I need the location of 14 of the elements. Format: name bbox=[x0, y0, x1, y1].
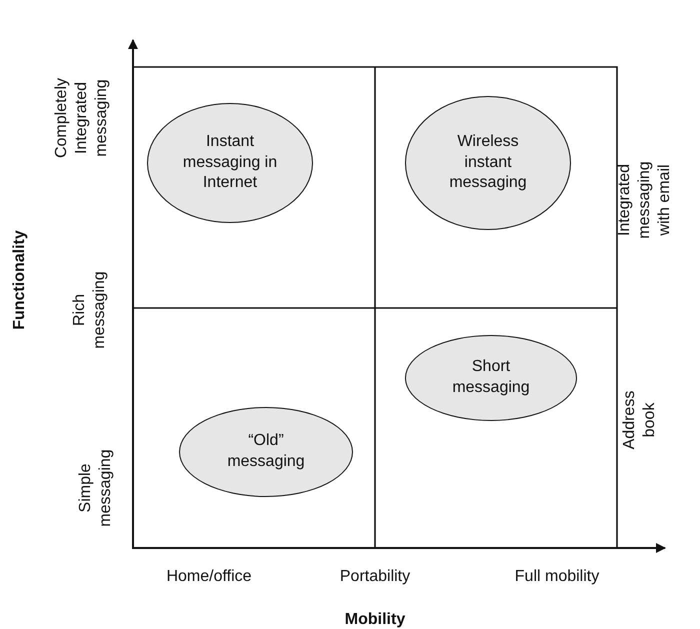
axis-tick-label: Home/office bbox=[166, 567, 252, 587]
axis-title: Functionality bbox=[10, 230, 29, 330]
node-label: Instant messaging in Internet bbox=[182, 132, 278, 194]
axis-tick-label: Address book bbox=[620, 390, 659, 452]
axis-tick-label: Integrated messaging with email bbox=[615, 160, 674, 241]
axis-tick-label: Completely Integrated messaging bbox=[52, 76, 111, 160]
axis-tick-label: Simple messaging bbox=[76, 448, 115, 529]
node-label: Short messaging bbox=[451, 357, 531, 398]
node-label: Wireless instant messaging bbox=[448, 132, 528, 194]
axis-tick-label: Rich messaging bbox=[70, 270, 109, 351]
node-label: “Old” messaging bbox=[226, 431, 306, 472]
axis-tick-label: Full mobility bbox=[514, 567, 600, 587]
axis-title: Mobility bbox=[344, 610, 406, 629]
axis-tick-label: Portability bbox=[340, 567, 410, 587]
